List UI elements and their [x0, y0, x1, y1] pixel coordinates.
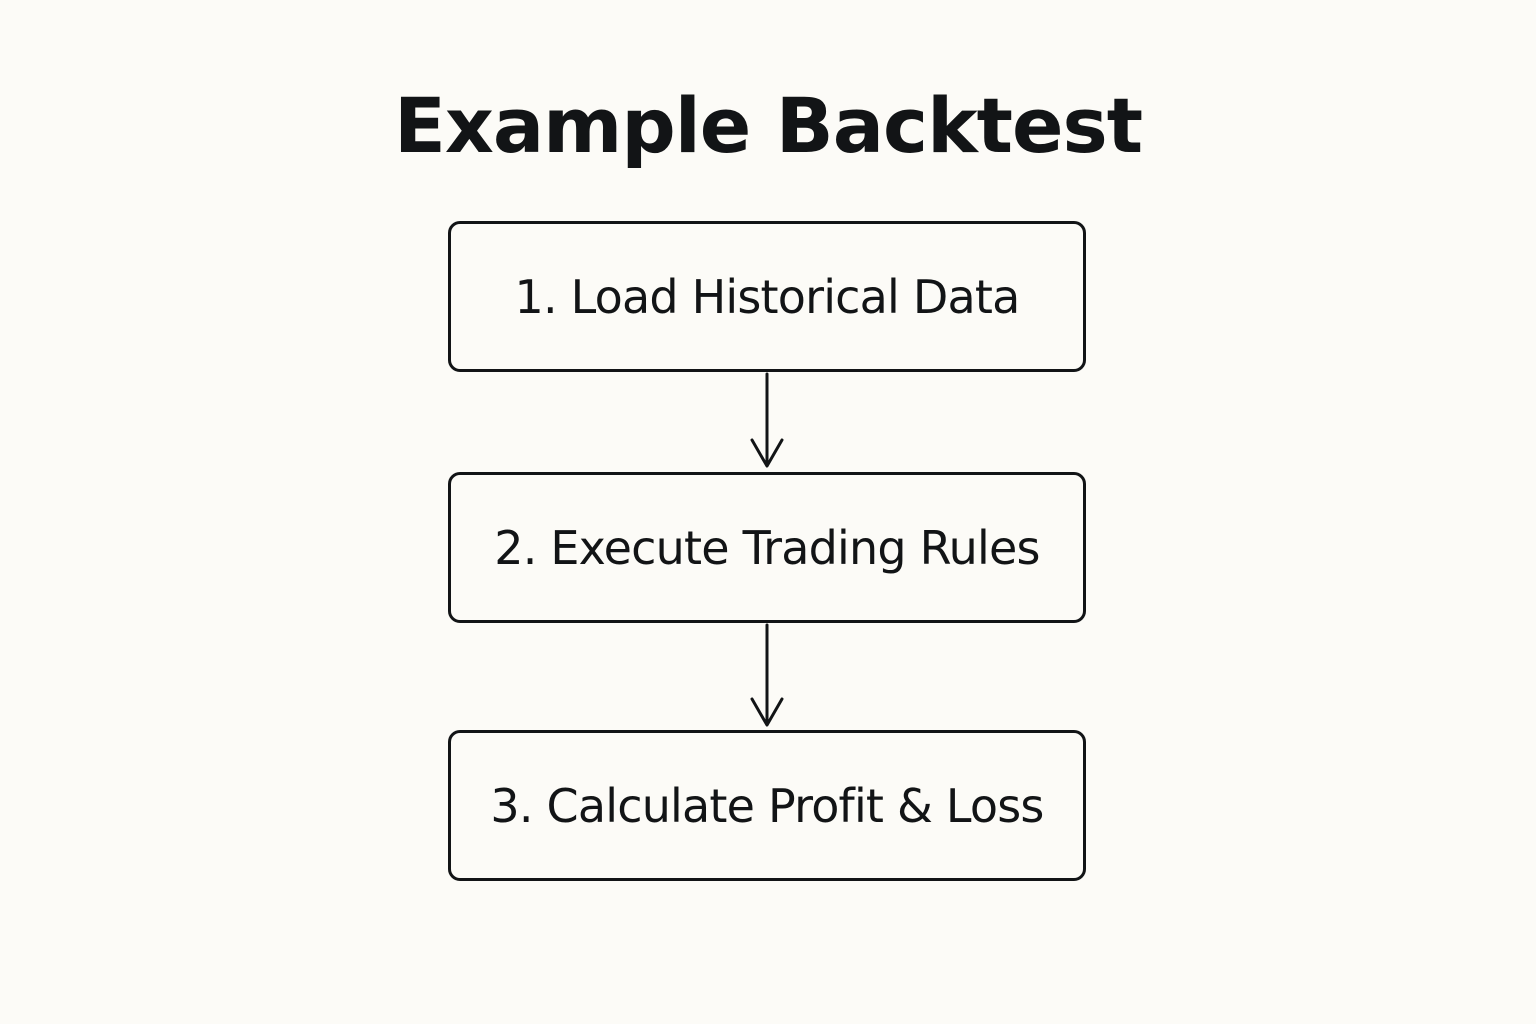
step-label: 2. Execute Trading Rules [494, 520, 1040, 575]
step-box-calculate-profit-loss: 3. Calculate Profit & Loss [448, 730, 1086, 881]
diagram-title: Example Backtest [393, 81, 1143, 170]
step-box-execute-trading-rules: 2. Execute Trading Rules [448, 472, 1086, 623]
arrow-step-2-to-3 [750, 623, 784, 727]
step-label: 3. Calculate Profit & Loss [490, 778, 1044, 833]
step-label: 1. Load Historical Data [514, 269, 1020, 324]
step-box-load-historical-data: 1. Load Historical Data [448, 221, 1086, 372]
arrow-step-1-to-2 [750, 372, 784, 468]
